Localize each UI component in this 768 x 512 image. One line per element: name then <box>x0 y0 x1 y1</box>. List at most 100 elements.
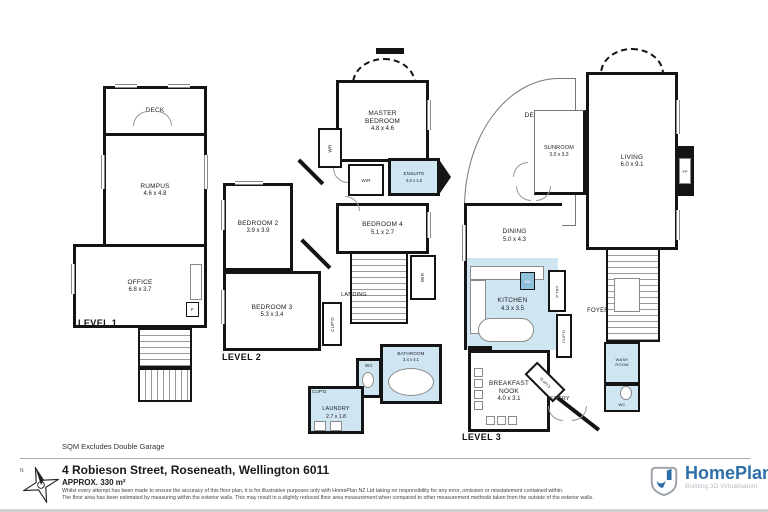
stair-landing <box>614 278 640 312</box>
room-label: LAUNDRY <box>322 406 350 413</box>
level1-stairs-upper <box>138 328 192 368</box>
wir-closet: WIR <box>348 164 384 196</box>
closet-label: CUP'D <box>329 316 335 332</box>
room-label: WC <box>618 402 626 408</box>
living-window <box>676 100 680 134</box>
window-seat <box>497 416 506 425</box>
bedroom4-window <box>427 212 431 238</box>
room-label: LIVING <box>620 153 644 161</box>
level2-ensuite: ENSUITE 3.0 x 1.5 <box>388 158 440 196</box>
fireplace: FP <box>679 158 691 184</box>
office-window <box>71 264 75 294</box>
window-seat <box>486 416 495 425</box>
room-dims: 4.0 x 3.1 <box>497 396 521 403</box>
door-arc <box>345 196 360 211</box>
room-dims: 4.3 x 3.5 <box>500 306 524 312</box>
level3-washroom: WASH ROOM <box>604 342 640 384</box>
dryer <box>330 421 342 431</box>
room-dims: 3.0 x 3.3 <box>549 152 569 159</box>
homeplan-shield-icon <box>648 464 680 503</box>
room-label: BEDROOM 3 <box>251 303 293 311</box>
room-dims: 2.7 x 1.8 <box>326 413 346 420</box>
homeplan-wordmark: HomePlan® <box>685 463 768 483</box>
room-dims: 4.8 x 4.6 <box>370 126 394 133</box>
window-seat <box>474 379 483 388</box>
rumpus-window <box>204 155 208 189</box>
bedroom3-window <box>221 290 225 324</box>
footer-divider <box>20 458 750 459</box>
dining-window <box>462 225 466 261</box>
master-window <box>427 100 431 130</box>
disclaimer-line-2: The floor area has been estimated by mea… <box>62 495 594 501</box>
level1-rumpus-room: RUMPUS 4.6 x 4.8 <box>103 133 207 247</box>
toilet <box>362 372 374 388</box>
fridge-marker: F <box>186 302 199 317</box>
approx-area: APPROX. 330 m² <box>62 478 126 487</box>
bedroom2-window <box>235 181 263 185</box>
office-window-seat <box>190 264 202 300</box>
living-window <box>676 210 680 240</box>
window-seat <box>508 416 517 425</box>
room-label: DINING <box>502 228 527 236</box>
level3-label: LEVEL 3 <box>462 432 502 442</box>
room-dims: 6.0 x 9.1 <box>620 162 644 169</box>
ensuite-bay-point <box>438 158 451 196</box>
room-label: BEDROOM 4 <box>362 221 403 229</box>
room-label: KITCHEN <box>497 297 528 305</box>
room-label: WASH ROOM <box>615 357 629 367</box>
disclaimer-line-1: Whilst every attempt has been made to en… <box>62 488 564 494</box>
level2-master-bedroom: MASTER BEDROOM 4.8 x 4.6 <box>336 80 429 162</box>
pantry-closet: P'TRY <box>548 270 566 312</box>
chimney-wall <box>376 48 404 54</box>
level2-bedroom3: BEDROOM 3 5.3 x 3.4 <box>223 271 321 351</box>
fireplace-label: FP <box>682 168 688 174</box>
oven-label: OV <box>524 278 531 284</box>
foyer-label: FOYER <box>587 308 609 314</box>
level2-bedroom2: BEDROOM 2 3.9 x 3.9 <box>223 183 293 271</box>
toilet <box>620 386 632 400</box>
room-dims: 3.9 x 3.9 <box>246 228 270 235</box>
room-label: MASTER BEDROOM <box>365 109 400 125</box>
compass-north-label: N <box>20 468 24 474</box>
homeplan-tagline: Building 3D Virtualisation <box>685 483 758 490</box>
page-bottom-edge <box>0 509 768 512</box>
sqm-note: SQM Excludes Double Garage <box>62 442 165 451</box>
compass-icon <box>21 465 61 509</box>
wir-closet: WIR <box>410 255 436 300</box>
level3-sunroom: SUNROOM 3.0 x 3.3 <box>534 110 586 195</box>
kitchen-island <box>478 318 534 342</box>
room-label: BATHROOM <box>397 351 425 356</box>
room-label: SUNROOM <box>543 144 575 151</box>
window-seat <box>474 390 483 399</box>
bathtub <box>388 368 434 396</box>
room-dims: 5.3 x 3.4 <box>260 312 284 319</box>
level2-label: LEVEL 2 <box>222 352 262 362</box>
room-label: BEDROOM 2 <box>237 219 279 227</box>
room-dims: 2.4 x 4.1 <box>402 357 420 363</box>
door-arc <box>548 406 563 421</box>
room-dims: 6.8 x 3.7 <box>128 287 152 294</box>
cupboard-closet: CUP'D <box>322 302 342 346</box>
window-seat <box>474 368 483 377</box>
closet-label: WIR <box>420 272 426 283</box>
fridge-label: F <box>191 307 194 312</box>
level1-stairs-winder <box>138 368 192 402</box>
room-dims: 5.1 x 2.7 <box>370 229 394 236</box>
level1-deck-room: DECK <box>103 86 207 136</box>
room-label: WC <box>365 363 373 368</box>
deck-window <box>115 84 137 88</box>
hall-diagonal-wall <box>300 238 332 270</box>
landing-label: LANDING <box>341 292 367 298</box>
room-dims: 3.0 x 1.5 <box>405 177 423 183</box>
room-label: ENSUITE <box>403 171 425 177</box>
property-address: 4 Robieson Street, Roseneath, Wellington… <box>62 463 330 477</box>
laundry-cupboard-label: CUP'D <box>312 389 327 394</box>
deck-label: DECK <box>514 112 554 119</box>
closet-label: WIR <box>361 177 371 183</box>
level2-stairs <box>350 252 408 324</box>
room-dims: 5.0 x 4.3 <box>502 236 526 243</box>
rumpus-window <box>101 155 105 189</box>
window-seat <box>474 401 483 410</box>
door-arc <box>333 168 348 183</box>
